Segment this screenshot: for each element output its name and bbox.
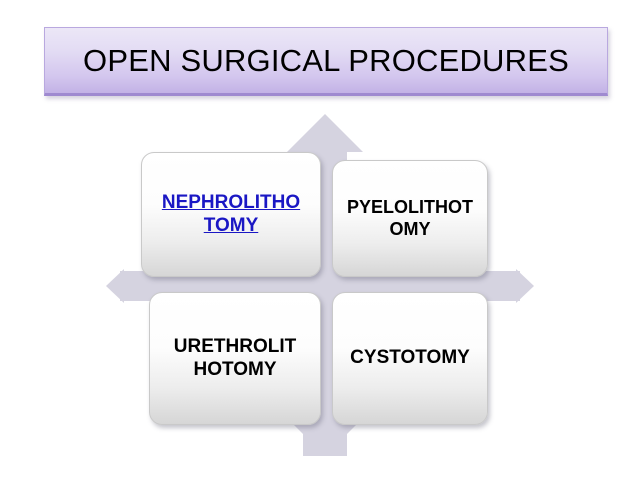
node-label-pyelolithotomy: PYELOLITHOT OMY [347,197,473,239]
node-box-urethrolithotomy[interactable]: URETHROLIT HOTOMY [149,292,321,425]
node-box-nephrolithotomy[interactable]: NEPHROLITHO TOMY [141,152,321,277]
page-title: OPEN SURGICAL PROCEDURES [83,42,569,78]
arrow-right-head [516,269,534,303]
arrow-up-head [287,114,363,152]
node-label-cystotomy: CYSTOTOMY [350,347,470,369]
node-box-pyelolithotomy[interactable]: PYELOLITHOT OMY [332,160,488,277]
background-arrow-graphic [106,114,534,456]
slide-title-banner: OPEN SURGICAL PROCEDURES [44,27,608,96]
node-label-urethrolithotomy: URETHROLIT HOTOMY [173,336,297,380]
node-label-nephrolithotomy: NEPHROLITHO TOMY [161,192,301,236]
arrow-left-head [106,269,124,303]
node-box-cystotomy[interactable]: CYSTOTOMY [332,292,488,425]
